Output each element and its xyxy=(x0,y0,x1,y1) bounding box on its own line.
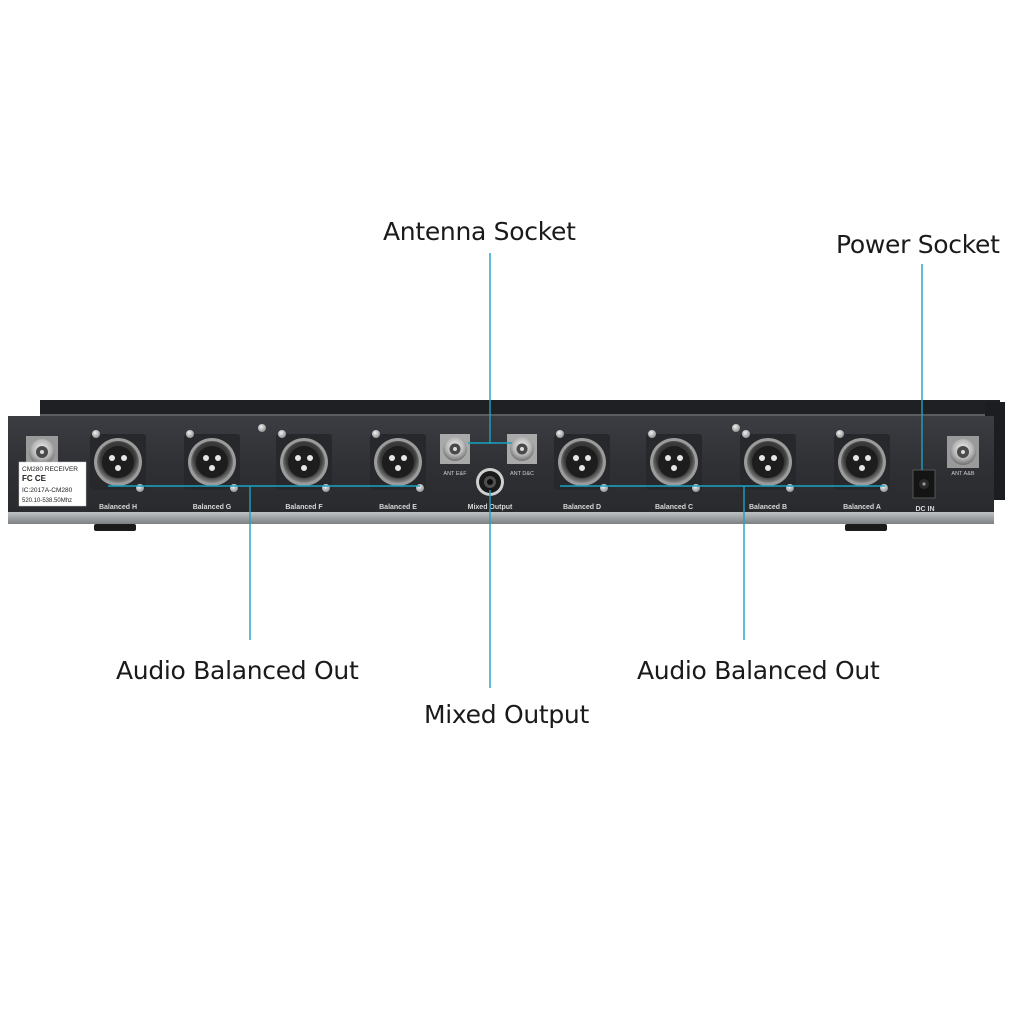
rack-top-lip xyxy=(40,400,1000,416)
screw-icon xyxy=(186,430,194,438)
power-socket-callout: Power Socket xyxy=(836,230,1000,259)
xlr-connector-d: Balanced D xyxy=(554,430,610,511)
label-balanced-f: Balanced F xyxy=(285,504,323,511)
xlr-connector-e: Balanced E xyxy=(370,430,426,511)
xlr-connector-a: Balanced A xyxy=(834,430,890,511)
label-balanced-a: Balanced A xyxy=(843,504,881,511)
dc-in-socket xyxy=(912,469,936,499)
xlr-connector-f: Balanced F xyxy=(276,430,332,511)
screw-icon xyxy=(692,484,700,492)
label-balanced-b: Balanced B xyxy=(749,504,787,511)
label-sticker: CM280 RECEIVER FC CE IC:2017A-CM280 520.… xyxy=(18,461,87,507)
label-balanced-h: Balanced H xyxy=(99,504,137,511)
audio-balanced-out-left-callout: Audio Balanced Out xyxy=(116,656,359,685)
foot-left xyxy=(94,524,136,531)
label-balanced-d: Balanced D xyxy=(563,504,601,511)
label-ant-ef: ANT E&F xyxy=(443,471,467,477)
label-dc-in: DC IN xyxy=(915,506,934,513)
screw-icon xyxy=(278,430,286,438)
xlr-connector-h: Balanced H xyxy=(90,430,146,511)
label-balanced-c: Balanced C xyxy=(655,504,693,511)
audio-balanced-out-right-callout: Audio Balanced Out xyxy=(637,656,880,685)
screw-icon xyxy=(230,484,238,492)
screw-icon xyxy=(648,430,656,438)
screw-icon xyxy=(786,484,794,492)
screw-icon xyxy=(836,430,844,438)
sticker-marks: FC CE xyxy=(22,474,47,483)
label-balanced-g: Balanced G xyxy=(193,504,232,511)
bnc-connector-ant-ab xyxy=(947,436,979,468)
panel-bottom-strip xyxy=(8,512,994,524)
foot-right xyxy=(845,524,887,531)
sticker-model: CM280 RECEIVER xyxy=(22,466,78,473)
label-balanced-e: Balanced E xyxy=(379,504,417,511)
screw-icon xyxy=(600,484,608,492)
screw-icon xyxy=(258,424,266,432)
sticker-freq: 520.10-538.50Mhz xyxy=(22,498,72,504)
panel-face xyxy=(8,416,994,520)
screw-icon xyxy=(416,484,424,492)
bnc-connector-ant-ef xyxy=(440,434,470,464)
mixed-output-callout: Mixed Output xyxy=(424,700,589,729)
mixed-output-jack xyxy=(476,468,504,496)
screw-icon xyxy=(732,424,740,432)
screw-icon xyxy=(136,484,144,492)
sticker-ic: IC:2017A-CM280 xyxy=(22,487,73,494)
screw-icon xyxy=(322,484,330,492)
bnc-connector-ant-dc xyxy=(507,434,537,464)
screw-icon xyxy=(556,430,564,438)
antenna-socket-callout: Antenna Socket xyxy=(383,217,576,246)
screw-icon xyxy=(880,484,888,492)
label-ant-dc: ANT D&C xyxy=(510,471,534,477)
xlr-connector-g: Balanced G xyxy=(184,430,240,511)
screw-icon xyxy=(92,430,100,438)
label-ant-ab: ANT A&B xyxy=(951,471,974,477)
screw-icon xyxy=(742,430,750,438)
screw-icon xyxy=(372,430,380,438)
